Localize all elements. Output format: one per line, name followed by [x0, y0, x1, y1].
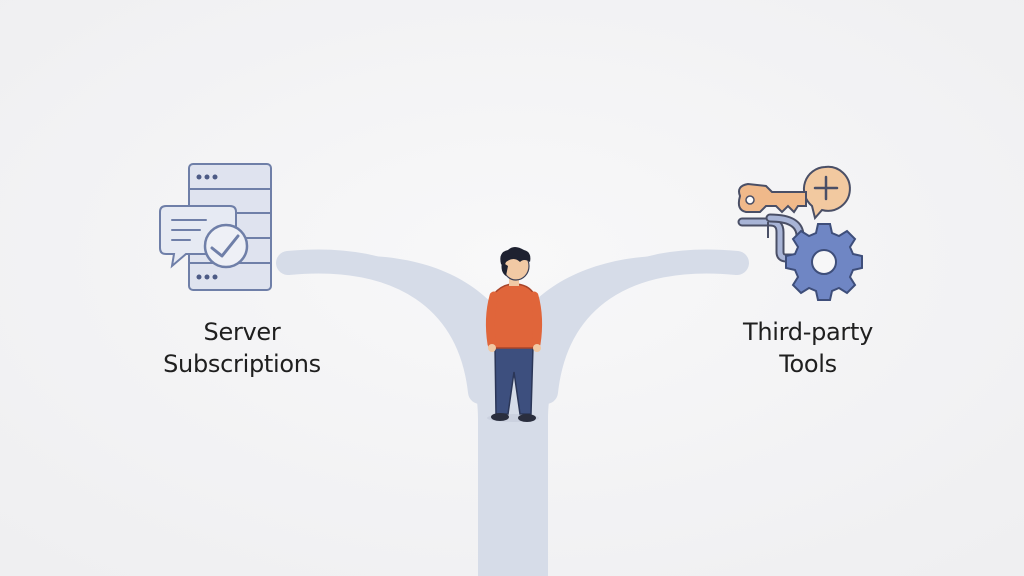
- server-subscriptions-label: Server Subscriptions: [112, 316, 372, 380]
- person-figure: [485, 247, 543, 422]
- server-with-chat-icon: [159, 163, 272, 291]
- right-label-line2: Tools: [779, 350, 837, 378]
- path-left-arm: [276, 249, 492, 404]
- left-label-line1: Server: [203, 318, 281, 346]
- left-label-line2: Subscriptions: [163, 350, 321, 378]
- key-pipe-gear-icon: [737, 165, 863, 301]
- right-label-line1: Third-party: [742, 318, 873, 346]
- third-party-tools-label: Third-party Tools: [692, 316, 924, 380]
- path-right-arm: [534, 249, 749, 404]
